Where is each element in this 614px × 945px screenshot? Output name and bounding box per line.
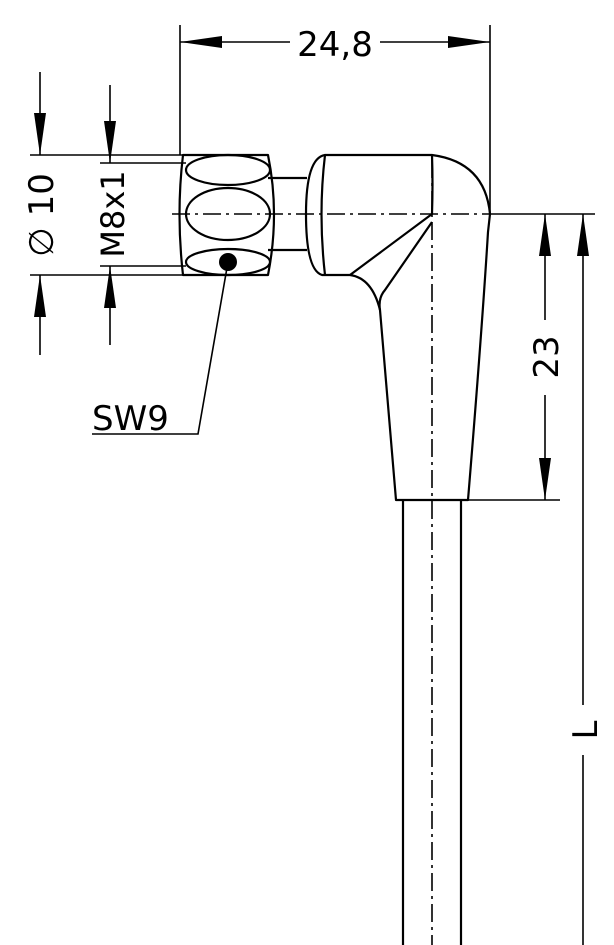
center-lines xyxy=(172,160,490,945)
dimension-outer-diameter: ∅ 10 xyxy=(22,72,62,355)
overall-width-label: 24,8 xyxy=(297,25,373,65)
nut-flat-bottom xyxy=(184,247,272,277)
connector-neck xyxy=(268,176,307,252)
cable-length-label: L xyxy=(566,720,606,739)
housing-elbow-contour xyxy=(349,154,434,311)
dimension-overall-width: 24,8 xyxy=(180,25,490,65)
height-label: 23 xyxy=(527,335,567,378)
housing-inner-edge xyxy=(320,154,327,276)
cable xyxy=(401,500,463,945)
dimension-cable-length: L xyxy=(566,214,606,945)
coupling-nut xyxy=(178,153,276,277)
angled-housing xyxy=(304,153,492,502)
dimension-thread: M8x1 xyxy=(94,85,132,345)
dimension-height: 23 xyxy=(527,214,567,500)
outer-diameter-label: ∅ 10 xyxy=(22,173,62,257)
thread-label: M8x1 xyxy=(94,170,132,257)
nut-flat-top xyxy=(184,153,272,187)
extension-lines xyxy=(30,25,595,501)
wrench-size-callout: SW9 xyxy=(92,261,229,439)
wrench-size-label: SW9 xyxy=(92,399,169,439)
